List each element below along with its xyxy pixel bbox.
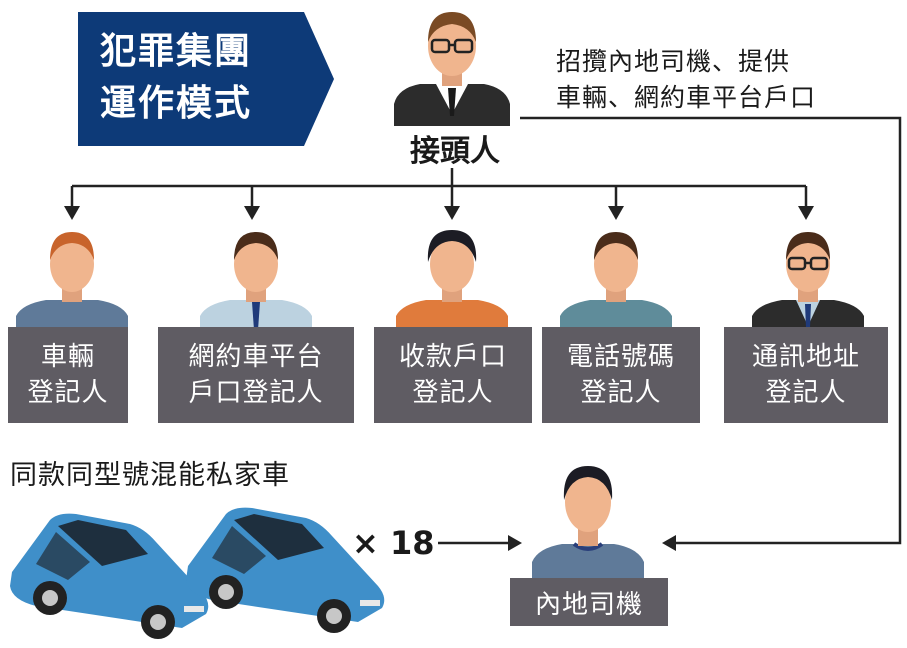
arrow-head: [244, 206, 260, 220]
platform-registrant-avatar: [200, 232, 312, 330]
role-box-payee-registrant: 收款戶口 登記人: [374, 327, 532, 423]
arrow-head: [608, 206, 624, 220]
driver-label: 內地司機: [510, 578, 668, 626]
role-line-2: 戶口登記人: [188, 378, 324, 408]
role-line-1: 電話號碼: [566, 342, 675, 372]
role-box-vehicle-registrant: 車輛 登記人: [8, 327, 128, 423]
title-line-2: 運作模式: [100, 83, 253, 124]
vehicle-registrant-avatar: [16, 232, 128, 330]
arrow-head: [662, 535, 676, 551]
role-box-platform-registrant: 網約車平台 戶口登記人: [158, 327, 354, 423]
boss-avatar: [394, 12, 510, 126]
payee-registrant-avatar: [396, 230, 508, 330]
car-icon: [10, 513, 209, 639]
role-line-2: 登記人: [765, 378, 847, 408]
arrow-head: [444, 206, 460, 220]
role-line-1: 車輛: [40, 342, 95, 372]
role-box-address-registrant: 通訊地址 登記人: [724, 327, 888, 423]
role-line-2: 登記人: [27, 378, 109, 408]
boss-to-driver-line: [520, 116, 902, 545]
arrow-head: [64, 206, 80, 220]
boss-label: 接頭人: [410, 134, 500, 169]
branch-drops: [64, 186, 814, 220]
arrow-head: [798, 206, 814, 220]
boss-role-note: 招攬內地司機、提供 車輛、網約車平台戶口: [556, 44, 886, 116]
title-line-1: 犯罪集團: [100, 31, 253, 72]
boss-note-line-2: 車輛、網約車平台戶口: [556, 83, 817, 112]
arrow-head: [508, 535, 522, 551]
phone-registrant-avatar: [560, 232, 672, 330]
role-line-1: 網約車平台: [188, 342, 324, 372]
car-icon: [186, 507, 385, 633]
car-count-multiplier: × 18: [352, 524, 435, 562]
boss-note-line-1: 招攬內地司機、提供: [556, 47, 791, 76]
mainland-driver-avatar: [532, 466, 644, 578]
role-box-phone-registrant: 電話號碼 登記人: [542, 327, 700, 423]
role-line-2: 登記人: [580, 378, 662, 408]
role-line-1: 收款戶口: [398, 342, 507, 372]
role-line-2: 登記人: [412, 378, 494, 408]
diagram-title: 犯罪集團 運作模式: [100, 26, 310, 130]
cars-caption: 同款同型號混能私家車: [10, 460, 290, 491]
title-banner: [78, 12, 334, 146]
address-registrant-avatar: [752, 232, 864, 330]
role-line-1: 通訊地址: [751, 342, 860, 372]
